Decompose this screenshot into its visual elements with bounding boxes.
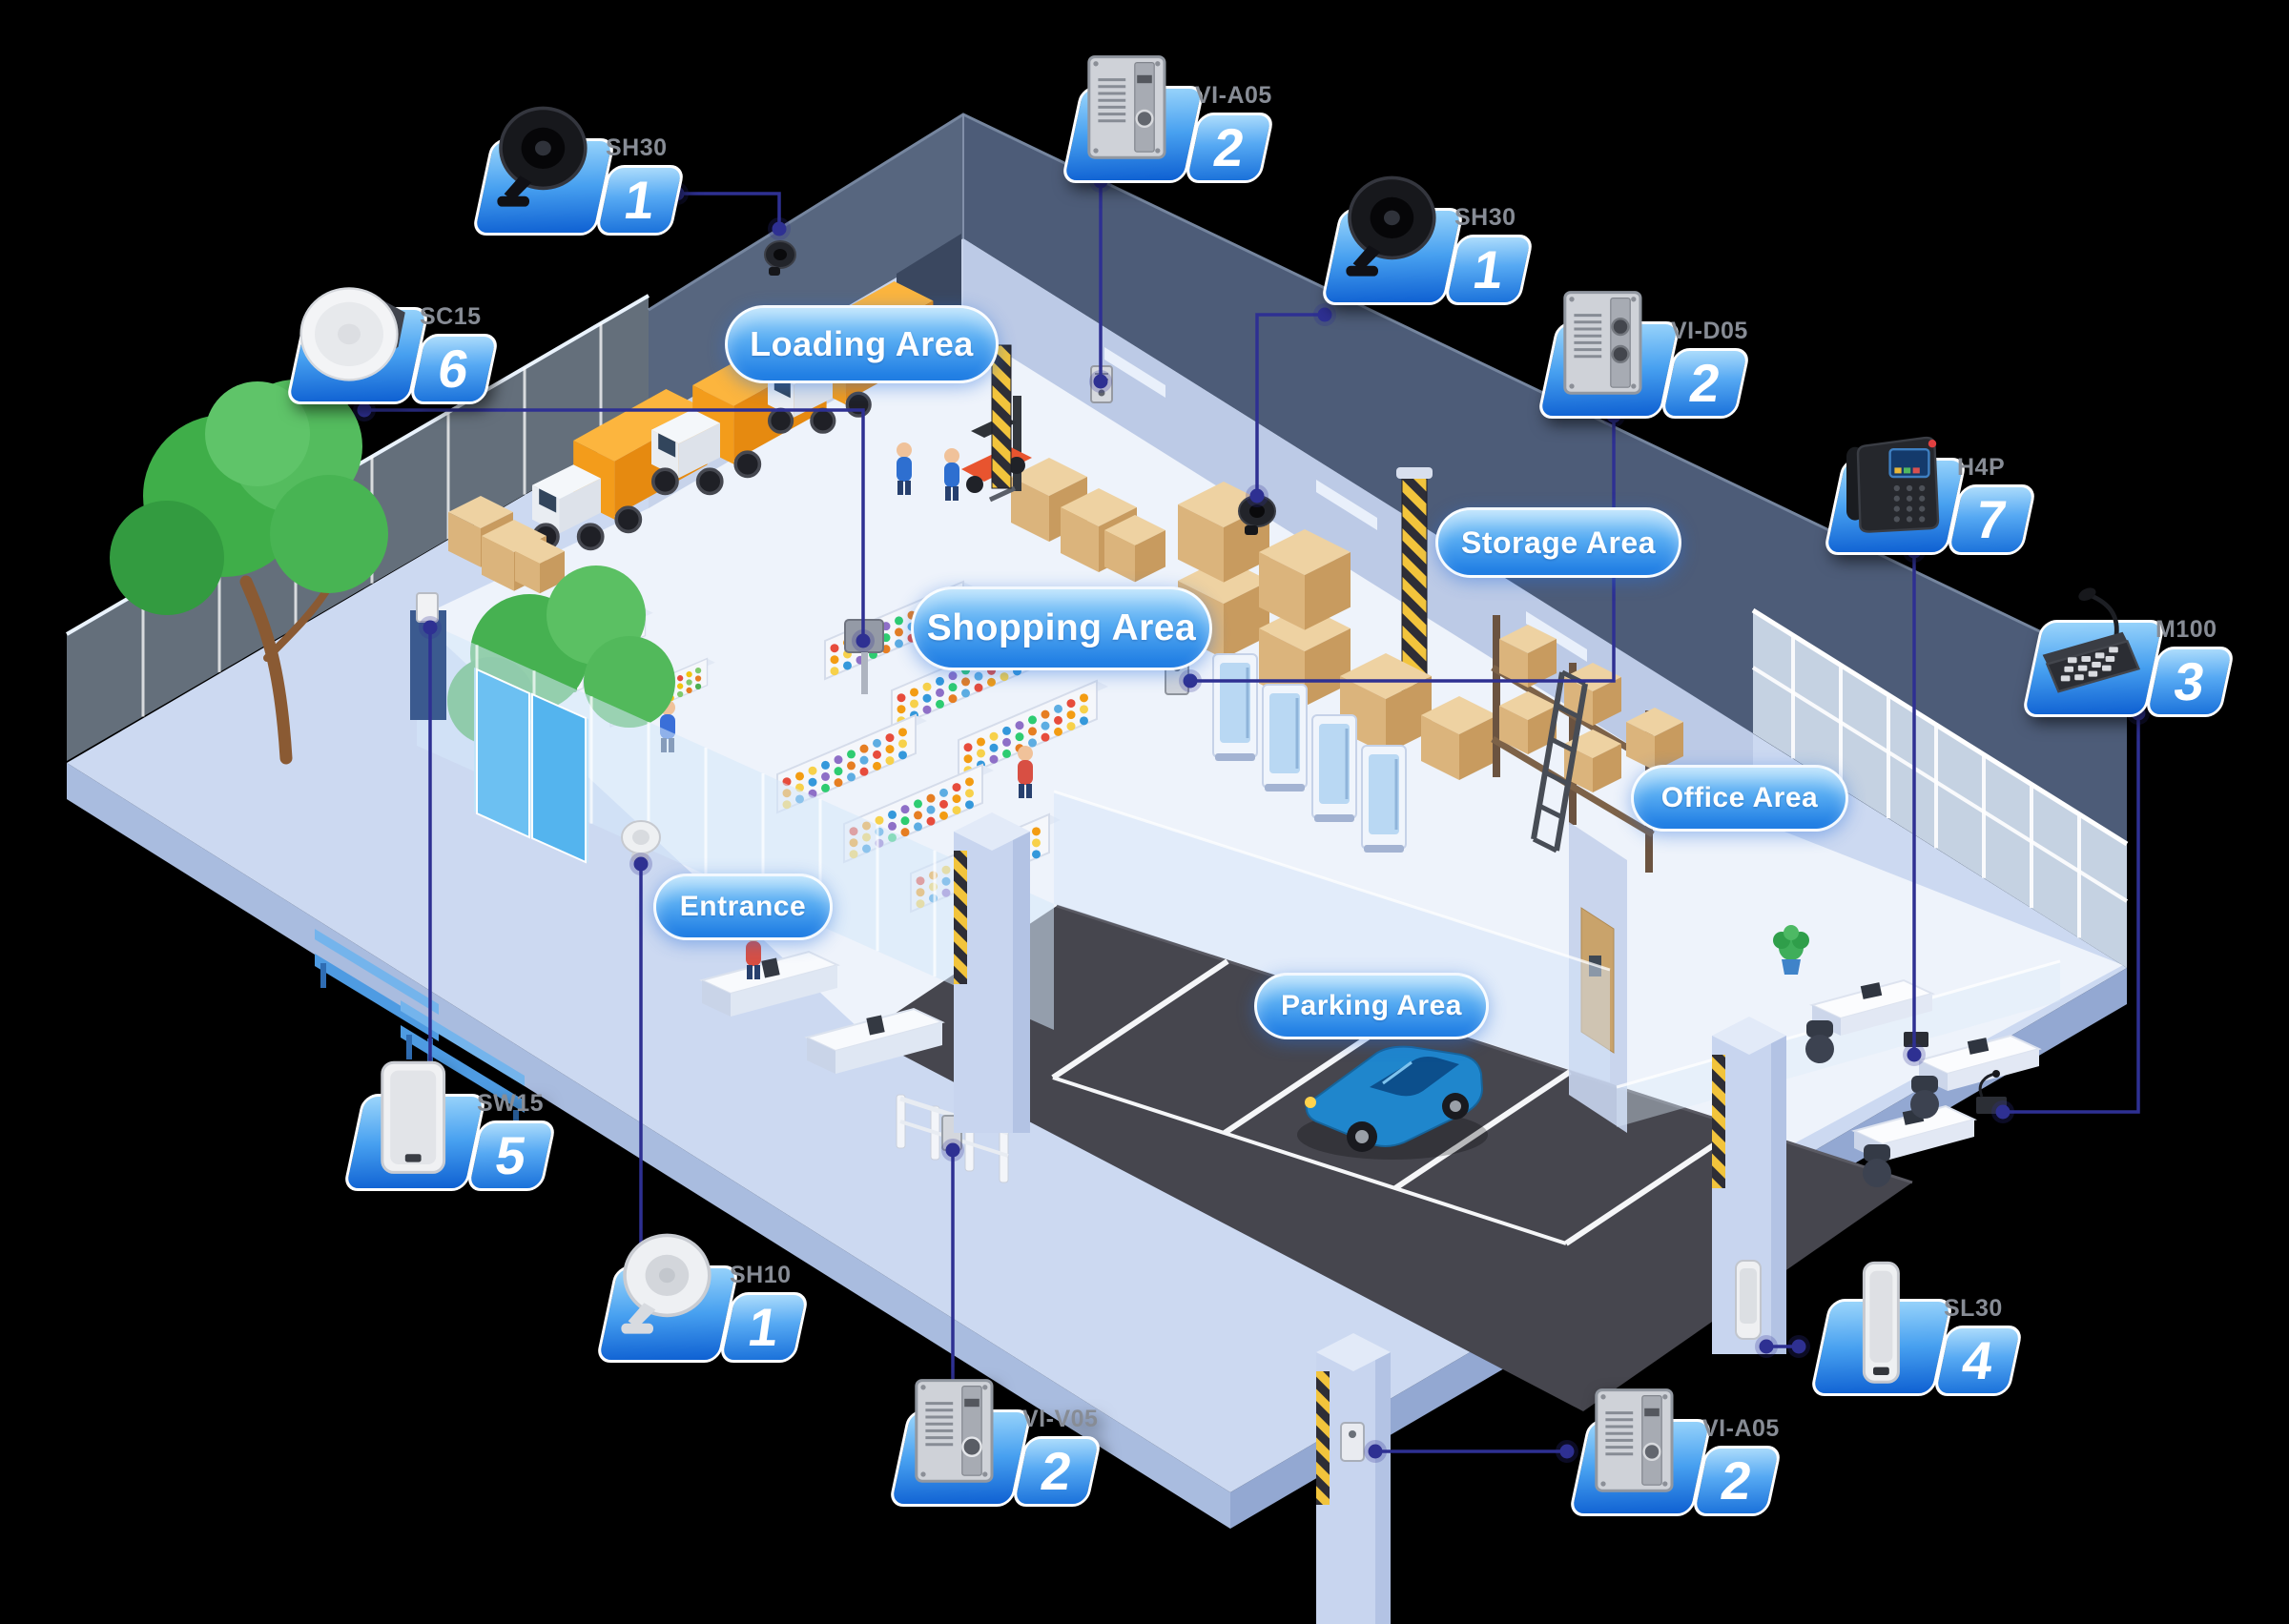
- entrance-horn-speaker-icon: [621, 820, 661, 862]
- shelf-unit: [958, 679, 1108, 780]
- cardboard-box-icon: [1499, 625, 1557, 688]
- connector-dot: [633, 856, 649, 872]
- connector-sc15: [364, 408, 865, 641]
- person-icon: [944, 448, 959, 501]
- office-chair: [1910, 1076, 1939, 1119]
- fridge-icon: [1262, 684, 1308, 791]
- checkout-counter: [804, 1007, 945, 1074]
- cardboard-box-icon: [1340, 653, 1432, 754]
- connector-dot: [1791, 1339, 1806, 1354]
- fridge-icon: [1311, 714, 1357, 822]
- connector-vi-d05: [1190, 416, 1616, 683]
- connector-dot: [1368, 1444, 1383, 1459]
- entrance-door: [476, 668, 530, 839]
- connector-dot: [423, 620, 438, 635]
- person-icon: [897, 442, 912, 495]
- connector-dot: [357, 402, 372, 418]
- connector-dot: [945, 1398, 960, 1413]
- car-icon: [1297, 1045, 1488, 1160]
- connector-sh30-2: [1255, 313, 1325, 496]
- horn-speaker-target-icon: [764, 240, 796, 276]
- parking-asphalt: [863, 904, 1913, 1411]
- connector-dot: [945, 1142, 960, 1158]
- office-chair: [1863, 1144, 1891, 1187]
- person-icon: [1018, 746, 1033, 798]
- connector-dot: [633, 1254, 649, 1269]
- connector-dot: [1183, 673, 1198, 689]
- connector-dot: [1995, 1104, 2011, 1120]
- office-plant: [1773, 925, 1809, 975]
- connector-dot: [2131, 706, 2146, 721]
- connector-dot: [1317, 307, 1332, 322]
- cardboard-box-icon: [1178, 482, 1269, 583]
- connector-dot: [423, 1082, 438, 1098]
- connector-dot: [1093, 174, 1108, 189]
- checkout-counter: [699, 950, 840, 1017]
- parking-pillars: [954, 812, 1786, 1624]
- office-chair: [1805, 1020, 1834, 1063]
- hazard-pole: [991, 344, 1012, 489]
- connector-dot: [1907, 544, 1922, 559]
- cardboard-box-icon: [1626, 708, 1683, 771]
- connector-dot: [1907, 1047, 1922, 1062]
- connector-sh30-1: [677, 192, 781, 229]
- entrance-door: [531, 692, 587, 864]
- pillar-intercom-target-icon: [1340, 1422, 1365, 1462]
- store-floor: [417, 324, 2123, 1268]
- office-desk: [1809, 978, 1935, 1036]
- connector-dot: [1606, 408, 1621, 423]
- connector-dot: [772, 221, 787, 236]
- connector-dot: [1093, 374, 1108, 389]
- horn-speaker-target-icon: [1238, 495, 1276, 535]
- tree-icon: [110, 380, 388, 765]
- connector-dot: [1249, 488, 1265, 504]
- connector-dot: [670, 186, 685, 201]
- connector-m100: [2003, 713, 2140, 1114]
- storage-area-props: [1178, 467, 1683, 873]
- pillar: [1712, 1017, 1786, 1354]
- connector-dot: [856, 633, 871, 648]
- office-exterior-glass-wall: [1751, 607, 2129, 968]
- fridge-icon: [1361, 745, 1407, 853]
- cardboard-box-icon: [515, 539, 565, 594]
- pillar: [954, 812, 1030, 1133]
- cardboard-box-icon: [1104, 515, 1165, 583]
- desk-phone-icon: [1904, 1032, 1928, 1047]
- office-desk: [1916, 1034, 2042, 1091]
- cardboard-box-icon: [1259, 529, 1351, 630]
- cardboard-box-icon: [1421, 696, 1497, 780]
- entrance-facade: [410, 592, 1054, 1030]
- pillar: [1316, 1333, 1391, 1624]
- connector-dot: [1759, 1339, 1774, 1354]
- connector-dot: [1559, 1444, 1575, 1459]
- fridge-icon: [1212, 653, 1258, 761]
- ladder: [1531, 669, 1588, 853]
